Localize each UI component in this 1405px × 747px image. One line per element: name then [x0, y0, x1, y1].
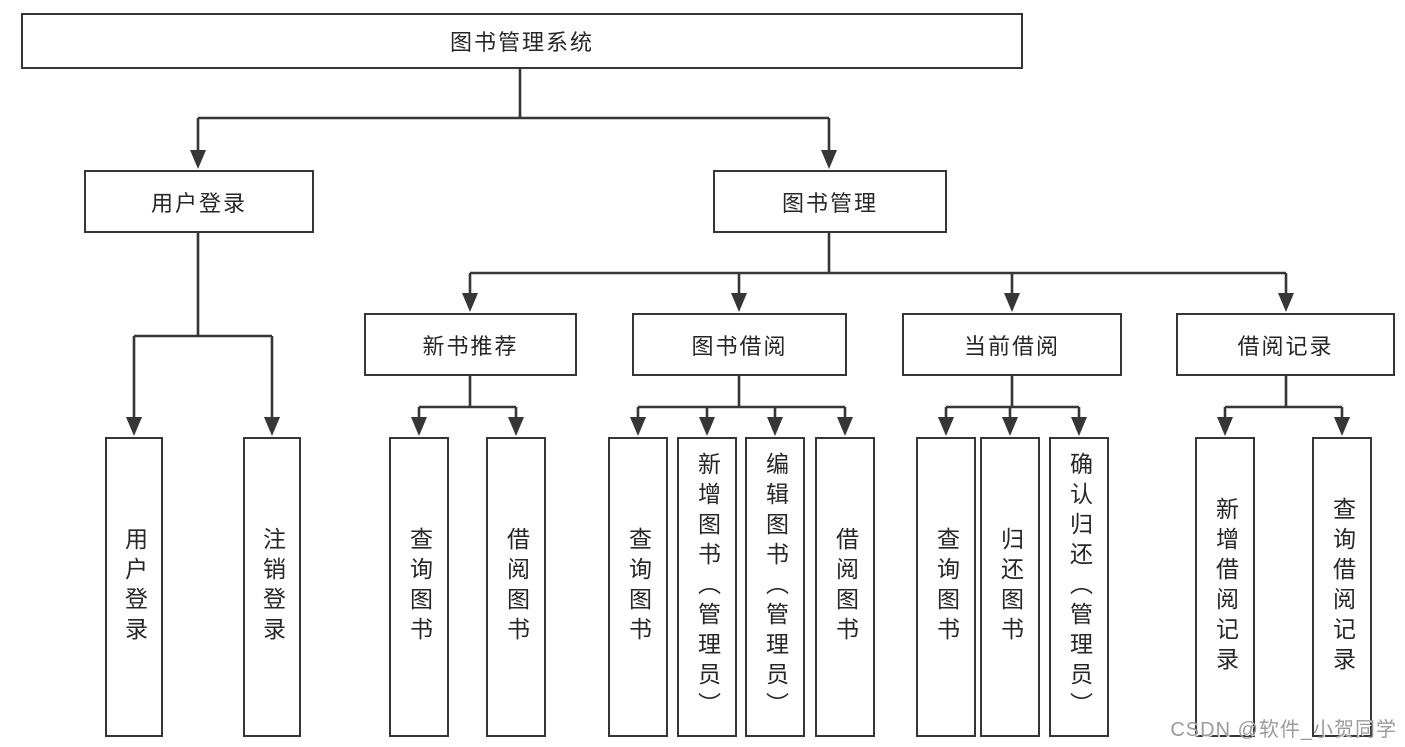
leaf-query-borrow-record: 查询借阅记录 — [1312, 437, 1372, 737]
arrow-down-icon — [938, 417, 1087, 436]
leaf-return-books: 归还图书 — [980, 437, 1040, 737]
node-new-book-recommend: 新书推荐 — [364, 313, 577, 376]
connector-book-borrow-to-leaves — [630, 376, 853, 436]
leaf-recommend-query-books: 查询图书 — [389, 437, 449, 737]
csdn-watermark: CSDN @软件_小贺同学 — [1170, 719, 1397, 741]
connector-current-borrow-to-leaves — [938, 376, 1087, 436]
leaf-current-query-books: 查询图书 — [916, 437, 976, 737]
node-root: 图书管理系统 — [21, 13, 1023, 69]
connector-new-book-recommend-to-leaves — [411, 376, 524, 436]
leaf-confirm-return-admin: 确认归还（管理员） — [1049, 437, 1109, 737]
leaf-borrow-query-books: 查询图书 — [608, 437, 668, 737]
leaf-edit-books-admin: 编辑图书（管理员） — [745, 437, 805, 737]
node-current-borrow: 当前借阅 — [902, 313, 1122, 376]
arrow-down-icon — [190, 150, 837, 169]
connector-book-management-to-level3 — [462, 233, 1294, 312]
node-book-borrow: 图书借阅 — [632, 313, 847, 376]
arrow-down-icon — [462, 293, 1294, 312]
connector-borrow-records-to-leaves — [1217, 376, 1350, 436]
leaf-add-books-admin: 新增图书（管理员） — [677, 437, 737, 737]
arrow-down-icon — [126, 417, 280, 436]
leaf-recommend-borrow-books: 借阅图书 — [486, 437, 546, 737]
arrow-down-icon — [1217, 417, 1350, 436]
leaf-add-borrow-record: 新增借阅记录 — [1195, 437, 1255, 737]
node-book-management: 图书管理 — [713, 170, 947, 233]
leaf-borrow-books: 借阅图书 — [815, 437, 875, 737]
leaf-user-login: 用户登录 — [105, 437, 163, 737]
node-borrow-records: 借阅记录 — [1176, 313, 1395, 376]
arrow-down-icon — [411, 417, 524, 436]
connector-root-to-level2 — [190, 69, 837, 169]
leaf-logout: 注销登录 — [243, 437, 301, 737]
connector-user-login-to-leaves — [126, 233, 280, 436]
arrow-down-icon — [630, 417, 853, 436]
node-user-login: 用户登录 — [84, 170, 314, 233]
